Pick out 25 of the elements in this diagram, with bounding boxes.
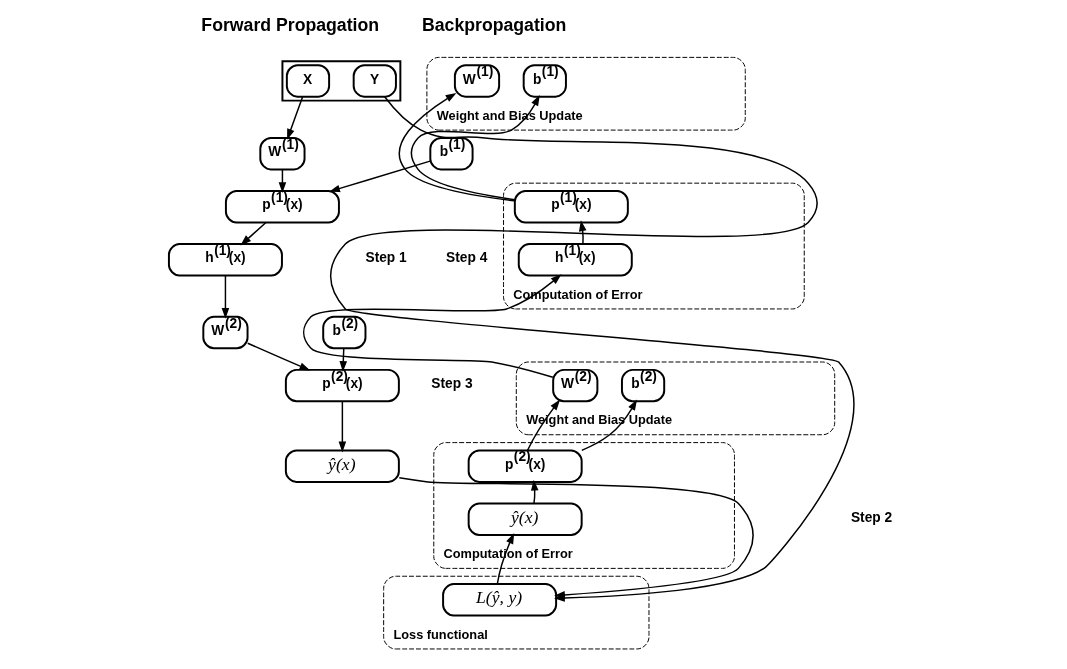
- arrow: [239, 221, 267, 246]
- node-box: ŷ(x): [467, 502, 583, 536]
- node-box: Y: [352, 64, 397, 98]
- label: Step 4: [445, 250, 487, 266]
- arrow: [410, 94, 540, 201]
- arrow: [286, 96, 303, 140]
- arrow: [302, 274, 561, 379]
- cluster: [280, 60, 401, 102]
- label: Forward Propagation: [200, 15, 379, 36]
- arrow: [328, 160, 431, 193]
- node-box: X: [285, 64, 330, 98]
- arrow: [578, 220, 586, 245]
- arrow: [246, 342, 310, 371]
- label: Step 2: [850, 509, 892, 525]
- arrow: [338, 400, 346, 453]
- label: Backpropagation: [421, 15, 566, 36]
- arrow: [496, 533, 514, 585]
- node-box: ŷ(x): [284, 449, 400, 483]
- label: Step 1: [364, 250, 407, 266]
- arrow: [580, 399, 637, 452]
- label: Step 3: [430, 376, 473, 392]
- arrow: [221, 275, 229, 319]
- node-box: L(ŷ, y): [441, 583, 557, 617]
- arrow: [398, 477, 754, 599]
- arrow: [398, 92, 515, 202]
